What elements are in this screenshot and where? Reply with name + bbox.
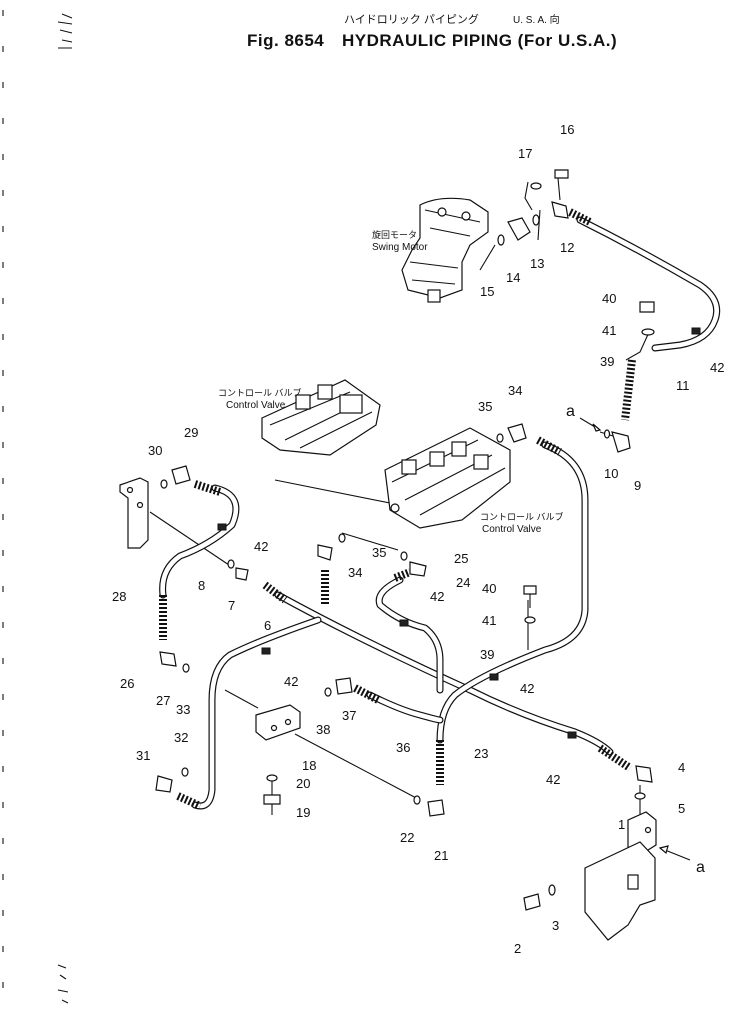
callout-42-d: 42 <box>284 674 298 689</box>
callout-4: 4 <box>678 760 685 775</box>
callout-16: 16 <box>560 122 574 137</box>
scan-margin-marks <box>2 10 73 1010</box>
control-valve-lower <box>384 427 511 529</box>
callout-34-upper: 34 <box>508 383 522 398</box>
callout-2: 2 <box>514 941 521 956</box>
callout-10: 10 <box>604 466 618 481</box>
callout-38: 38 <box>316 722 330 737</box>
callout-39-upper: 39 <box>600 354 614 369</box>
callout-12: 12 <box>560 240 574 255</box>
callout-42-b: 42 <box>254 539 268 554</box>
callout-36: 36 <box>396 740 410 755</box>
callout-41-lower: 41 <box>482 613 496 628</box>
figure-number: Fig. 8654 <box>247 31 325 50</box>
callout-25: 25 <box>454 551 468 566</box>
fittings <box>155 169 691 911</box>
callout-39-lower: 39 <box>480 647 494 662</box>
callout-34-lower: 34 <box>348 565 362 580</box>
brackets-and-blocks <box>119 477 657 941</box>
callout-40-upper: 40 <box>602 291 616 306</box>
callout-37: 37 <box>342 708 356 723</box>
callout-18: 18 <box>302 758 316 773</box>
callout-29: 29 <box>184 425 198 440</box>
part-callouts: 1 2 3 4 5 6 7 8 9 10 11 12 13 14 15 16 1… <box>112 122 724 956</box>
callout-30: 30 <box>148 443 162 458</box>
swing-motor-label-jp: 旋回モータ <box>372 229 417 240</box>
callout-31: 31 <box>136 748 150 763</box>
control-valve-lower-label-jp: コントロール バルブ <box>480 511 564 522</box>
callout-42-e: 42 <box>520 681 534 696</box>
callout-7: 7 <box>228 598 235 613</box>
callout-6: 6 <box>264 618 271 633</box>
callout-27: 27 <box>156 693 170 708</box>
callout-9: 9 <box>634 478 641 493</box>
callout-35-lower: 35 <box>372 545 386 560</box>
callout-32: 32 <box>174 730 188 745</box>
title-english: HYDRAULIC PIPING (For U.S.A.) <box>342 31 618 50</box>
callout-41-upper: 41 <box>602 323 616 338</box>
callout-14: 14 <box>506 270 520 285</box>
callout-42-a: 42 <box>710 360 724 375</box>
callout-40-lower: 40 <box>482 581 496 596</box>
callout-26: 26 <box>120 676 134 691</box>
callout-8: 8 <box>198 578 205 593</box>
callout-23: 23 <box>474 746 488 761</box>
callout-33: 33 <box>176 702 190 717</box>
title-japanese: ハイドロリック パイピング <box>344 14 479 26</box>
control-valve-upper <box>261 379 381 456</box>
callout-21: 21 <box>434 848 448 863</box>
tube-clamps <box>217 327 701 739</box>
component-labels: 旋回モータ Swing Motor コントロール バルブ Control Val… <box>218 229 705 876</box>
callout-22: 22 <box>400 830 414 845</box>
title-region-japanese: U. S. A. 向 <box>513 15 560 26</box>
swing-motor <box>401 197 531 303</box>
callout-24: 24 <box>456 575 470 590</box>
swing-motor-label-en: Swing Motor <box>372 242 428 253</box>
callout-19: 19 <box>296 805 310 820</box>
callout-28: 28 <box>112 589 126 604</box>
view-mark-a-top: a <box>566 403 575 420</box>
steel-tubes <box>159 216 721 810</box>
callout-1: 1 <box>618 817 625 832</box>
control-valve-lower-label-en: Control Valve <box>482 524 542 535</box>
callout-35-upper: 35 <box>478 399 492 414</box>
view-mark-a-bottom: a <box>696 859 705 876</box>
callout-42-c: 42 <box>430 589 444 604</box>
control-valve-upper-label-en: Control Valve <box>226 400 286 411</box>
callout-20: 20 <box>296 776 310 791</box>
flexible-hoses <box>159 208 636 810</box>
control-valve-upper-label-jp: コントロール バルブ <box>218 387 302 398</box>
callout-3: 3 <box>552 918 559 933</box>
callout-13: 13 <box>530 256 544 271</box>
callout-11: 11 <box>676 378 690 393</box>
callout-15: 15 <box>480 284 494 299</box>
callout-17: 17 <box>518 146 532 161</box>
callout-5: 5 <box>678 801 685 816</box>
callout-42-f: 42 <box>546 772 560 787</box>
